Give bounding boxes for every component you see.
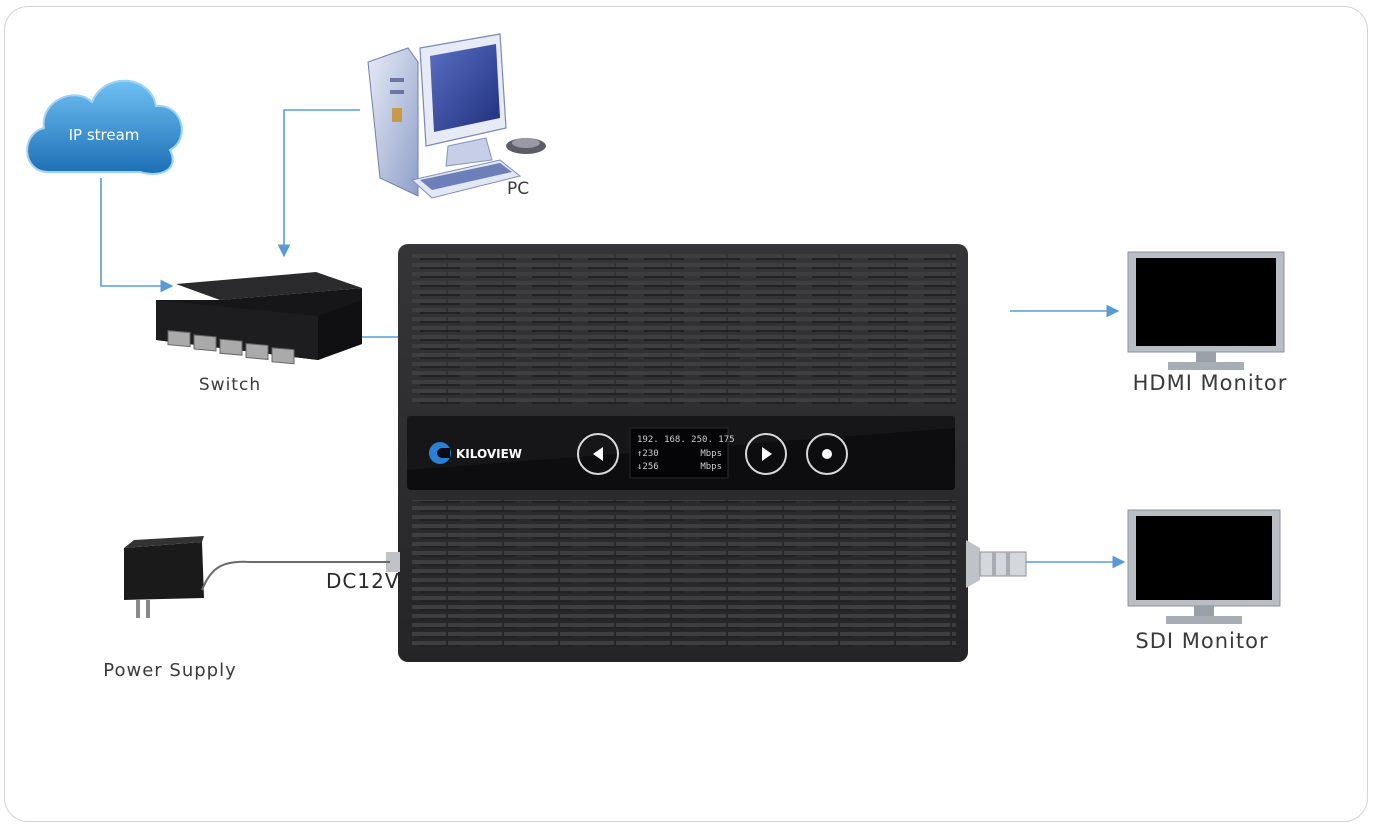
- left-button-icon: [577, 433, 619, 475]
- sdi-monitor-label: SDI Monitor: [1135, 629, 1268, 653]
- display-unit-up: Mbps: [700, 449, 722, 459]
- sdi-bnc-connector-icon: [966, 540, 1027, 588]
- ok-button-icon: [806, 433, 848, 475]
- display-unit-down: Mbps: [700, 462, 722, 472]
- hdmi-monitor-icon: [1127, 251, 1285, 370]
- encoder-device: [386, 244, 1027, 662]
- pc-icon: [367, 33, 546, 199]
- dc-jack-icon: [386, 552, 400, 572]
- cloud-label: IP stream: [69, 126, 140, 144]
- display-ip: 192. 168. 250. 175: [637, 435, 735, 445]
- power-supply-label: Power Supply: [103, 660, 236, 681]
- right-button-icon: [745, 433, 787, 475]
- svg-text:↑230: ↑230: [637, 449, 659, 459]
- oled-display: [629, 427, 729, 479]
- switch-icon: [156, 272, 362, 365]
- cloud-to-switch-arrow: [100, 178, 174, 293]
- display-down: 256: [642, 462, 658, 472]
- display-up: 230: [642, 449, 658, 459]
- dc-port-label: DC12V: [326, 569, 400, 593]
- pc-label: PC: [507, 179, 529, 199]
- sdi-monitor-icon: [1127, 509, 1281, 624]
- device-brand: KILOVIEW: [456, 447, 522, 461]
- power-supply-icon: [124, 536, 390, 618]
- hdmi-monitor-label: HDMI Monitor: [1133, 371, 1288, 395]
- diagram-frame: [4, 6, 1368, 822]
- ip-stream-cloud-icon: [26, 79, 183, 175]
- pc-to-switch-arrow: [277, 109, 360, 258]
- svg-text:↓256: ↓256: [637, 462, 659, 472]
- switch-label: Switch: [199, 375, 261, 395]
